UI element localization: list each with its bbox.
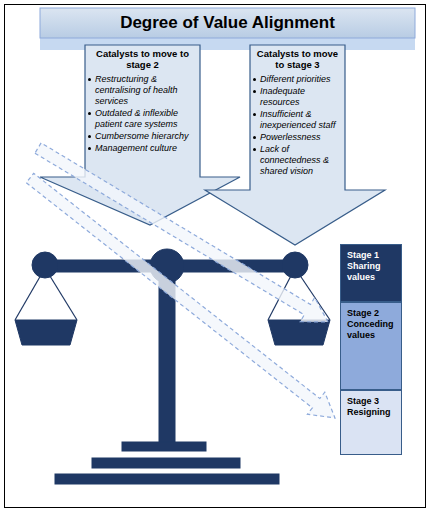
stage-name: Resigning	[347, 407, 397, 418]
scale-base	[92, 458, 240, 468]
diagram-title: Degree of Value Alignment	[40, 8, 415, 38]
bullet-item: Insufficient & inexperienced staff	[252, 109, 343, 131]
arrow-shape	[205, 45, 385, 245]
stage-name: Sharing values	[347, 261, 397, 283]
frame-border	[5, 5, 426, 508]
bullet-item: Outdated & inflexible patient care syste…	[87, 108, 198, 130]
bullet-item: Inadequate resources	[252, 86, 343, 108]
title-banner	[40, 8, 415, 38]
stage-box: Stage 3Resigning	[340, 390, 402, 455]
scale-base	[55, 474, 279, 484]
dashed-arrow	[26, 173, 335, 418]
stage-box: Stage 1Sharing values	[340, 244, 402, 302]
stage-name: Conceding values	[347, 319, 397, 341]
bullet-item: Powerlessness	[252, 132, 343, 143]
arrow-shape	[40, 45, 240, 225]
stage-number: Stage 1	[347, 250, 397, 261]
stage-number: Stage 2	[347, 308, 397, 319]
bullet-item: Management culture	[87, 143, 198, 154]
scale-base	[122, 442, 206, 451]
bullet-item: Lack of connectedness & shared vision	[252, 144, 343, 177]
text-column: Catalysts to move to stage 2 Restructurin…	[87, 48, 198, 155]
beam-end	[32, 252, 58, 278]
stage-number: Stage 3	[347, 396, 397, 407]
catalyst-arrow: Catalysts to move to stage 3 Different pr…	[205, 45, 385, 245]
catalyst-arrow: Catalysts to move to stage 2 Restructurin…	[40, 45, 240, 227]
balance-scale	[15, 249, 330, 484]
arrow-heading: Catalysts to move to stage 3	[252, 48, 343, 71]
scale-pole	[159, 278, 175, 444]
beam-end	[282, 252, 308, 278]
text-column: Catalysts to move to stage 3 Different pr…	[252, 48, 343, 178]
bullet-item: Restructuring & centralising of health s…	[87, 74, 198, 107]
bullet-item: Different priorities	[252, 74, 343, 85]
arrow-heading: Catalysts to move to stage 2	[87, 48, 198, 71]
stage-box: Stage 2Conceding values	[340, 302, 402, 390]
scale-pan	[268, 320, 330, 345]
bullet-item: Cumbersome hierarchy	[87, 131, 198, 142]
scale-pan	[15, 320, 77, 345]
dashed-arrow	[35, 143, 328, 322]
scale-pivot	[150, 249, 184, 283]
